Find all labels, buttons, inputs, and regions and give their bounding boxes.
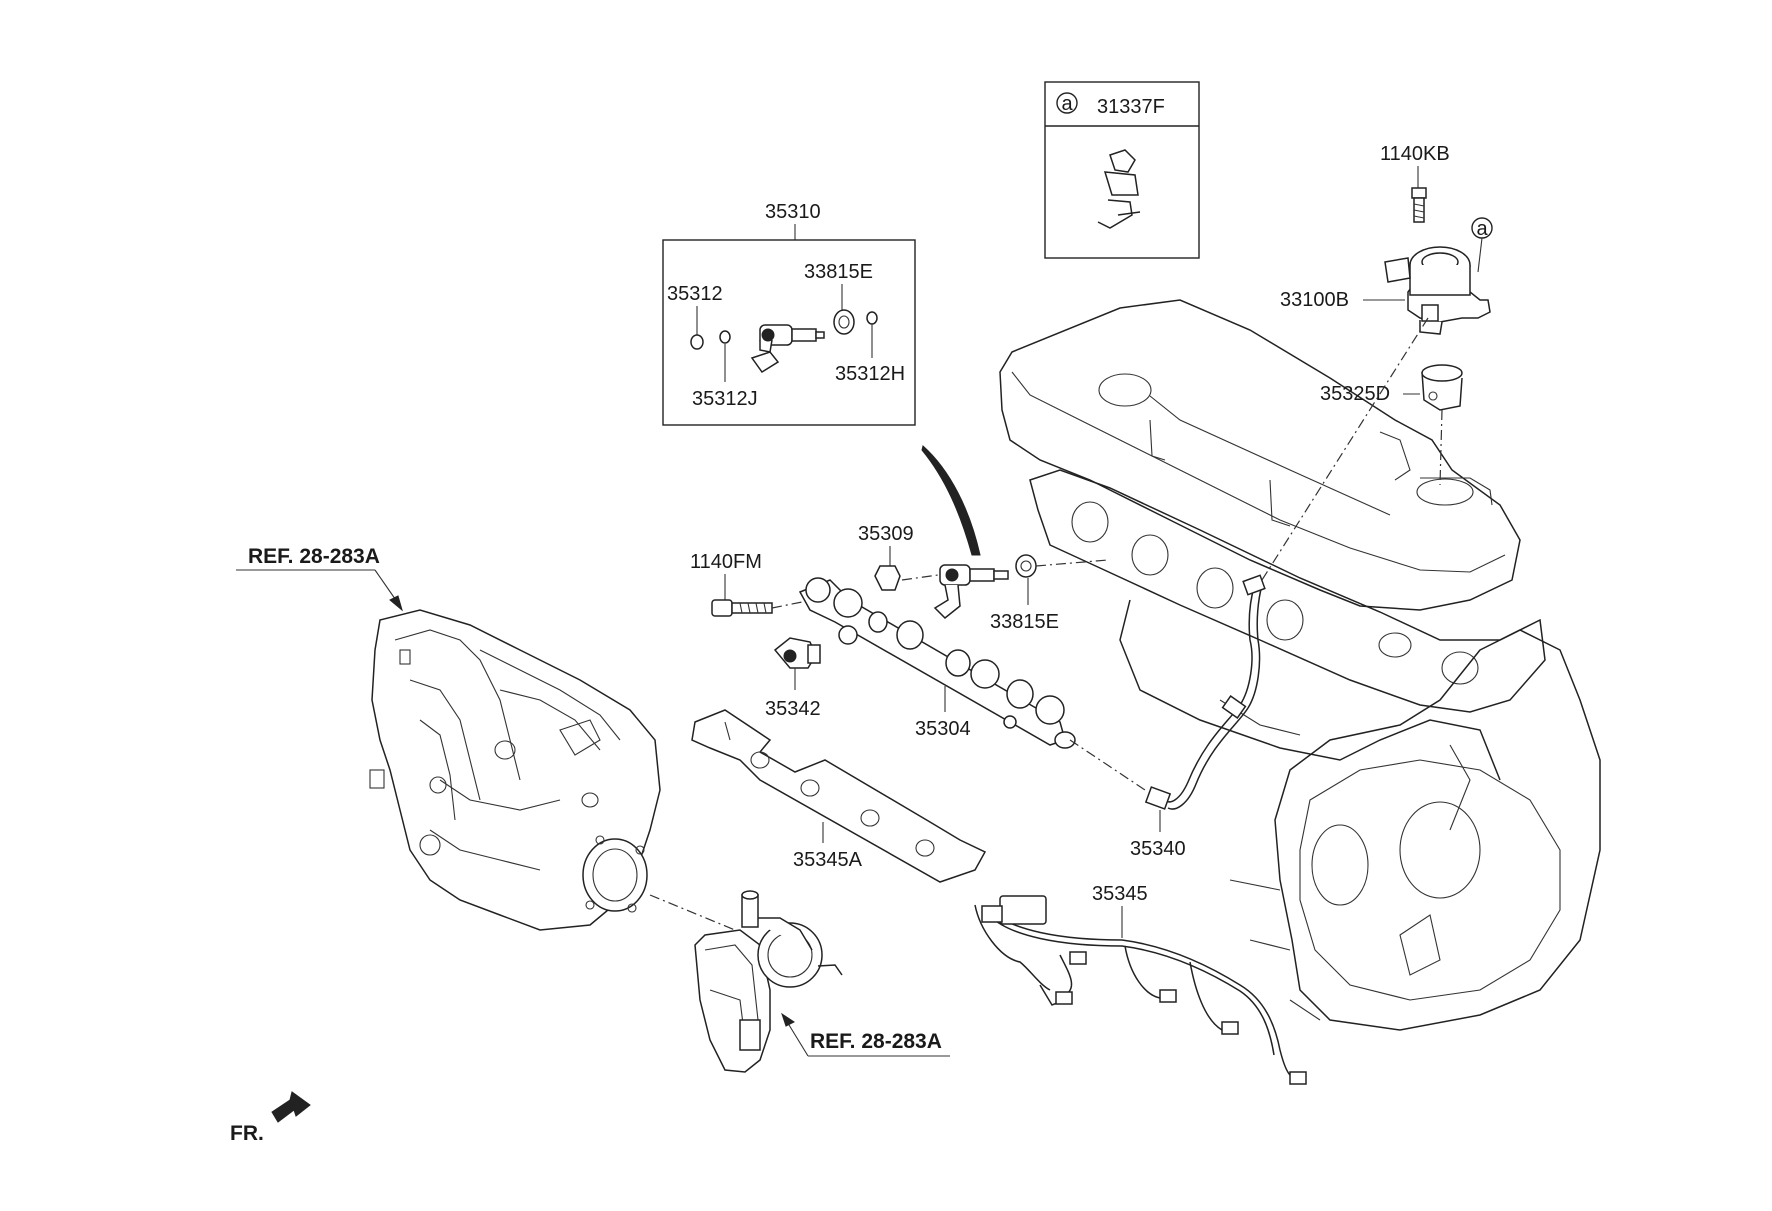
label-33815E-mid: 33815E <box>990 611 1059 633</box>
box-31337F: a 31337F <box>1044 81 1200 259</box>
bolt-1140FM-icon <box>711 599 773 617</box>
box-35310-injector-kit: 35310 35312 35312J 33815E 35312H <box>662 201 916 426</box>
hp-fuel-pipe-35340: 35340 <box>1069 574 1266 860</box>
clip-35309-icon <box>874 565 901 591</box>
bolt-1140KB-icon <box>1411 187 1427 223</box>
label-35325D: 35325D <box>1320 383 1390 405</box>
pressure-sensor-35342-icon <box>773 637 821 669</box>
label-35312: 35312 <box>667 283 723 305</box>
label-31337F: 31337F <box>1097 96 1165 118</box>
label-1140KB: 1140KB <box>1380 143 1450 165</box>
label-35304: 35304 <box>915 718 971 740</box>
seal-35312H-icon <box>866 311 878 325</box>
label-ref-top: REF. 28-283A <box>248 545 380 568</box>
label-1140FM: 1140FM <box>690 551 762 573</box>
front-direction-indicator: FR. <box>230 1091 311 1145</box>
seal-35312J-icon <box>719 330 731 344</box>
label-33815E-top: 33815E <box>804 261 873 283</box>
fuel-rail-35304-icon <box>798 577 1076 749</box>
wiring-harness-35345: 35345 <box>974 883 1307 1085</box>
box-marker-a: a <box>1061 93 1073 115</box>
label-ref-bottom: REF. 28-283A <box>810 1030 942 1053</box>
label-35345A: 35345A <box>793 849 863 871</box>
rail-cover-35345A-icon <box>691 709 987 883</box>
intake-manifold: REF. 28-283A <box>236 545 736 931</box>
front-arrow-icon <box>271 1091 311 1123</box>
label-35310: 35310 <box>765 201 821 223</box>
label-35340: 35340 <box>1130 838 1186 860</box>
harness-connector-main-icon <box>999 895 1047 925</box>
fuel-rail-assembly: 35309 1140FM 33815E <box>690 523 1109 883</box>
washer-33815E-icon <box>833 309 855 335</box>
label-33100B: 33100B <box>1280 289 1349 311</box>
o-ring-35312-icon <box>690 334 704 350</box>
label-35312H: 35312H <box>835 363 905 385</box>
injector-35310-icon <box>750 324 825 374</box>
label-35309: 35309 <box>858 523 914 545</box>
direction-swoosh-icon <box>921 445 981 556</box>
clip-31337F-icon <box>1097 149 1141 229</box>
label-35345: 35345 <box>1092 883 1148 905</box>
washer-33815E-mid-icon <box>1015 554 1037 578</box>
label-front: FR. <box>230 1122 264 1145</box>
lifter-35325D-icon <box>1421 364 1463 411</box>
injector-middle-icon <box>933 564 1009 620</box>
engine-block <box>999 299 1601 1031</box>
pump-33100B-icon <box>1384 246 1491 335</box>
label-35342: 35342 <box>765 698 821 720</box>
throttle-body: REF. 28-283A <box>694 890 950 1073</box>
label-35312J: 35312J <box>692 388 758 410</box>
pump-marker-a: a <box>1476 218 1488 240</box>
high-pressure-fuel-pump: 1140KB a 33100B 35 <box>1261 143 1493 581</box>
